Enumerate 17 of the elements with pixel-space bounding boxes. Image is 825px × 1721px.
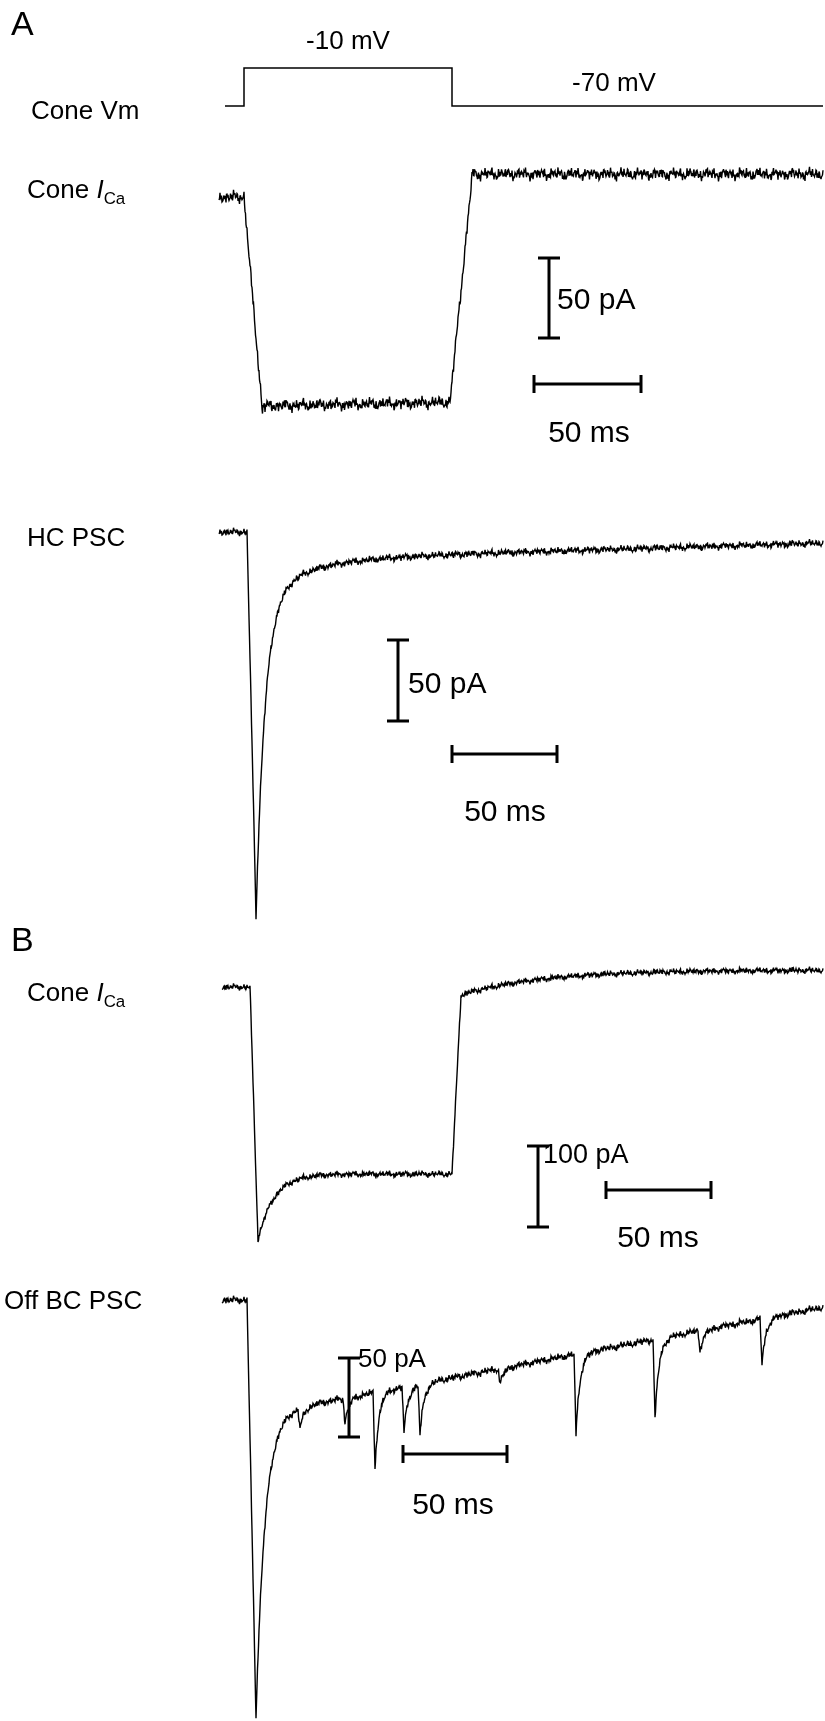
scale-label: 50 pA	[358, 1343, 426, 1373]
trace-label: Cone I$_{Ca}$	[27, 978, 126, 1012]
scale-label: 50 ms	[548, 414, 630, 448]
scale-label: 50 pA	[408, 665, 487, 699]
scale-label: 100 pA	[543, 1140, 629, 1170]
panel-letter: A	[11, 5, 34, 43]
scale-label: 50 pA	[557, 281, 636, 315]
trace-label: Cone Vm	[31, 95, 140, 125]
voltage-label: -10 mV	[306, 25, 390, 55]
voltage-label: -70 mV	[572, 67, 656, 97]
trace-label: Cone I$_{Ca}$	[27, 175, 126, 209]
trace-label: HC PSC	[27, 522, 126, 552]
scale-label: 50 ms	[617, 1219, 699, 1253]
panel-letter: B	[11, 921, 34, 959]
scale-label: 50 ms	[464, 793, 546, 827]
trace-label: Off BC PSC	[4, 1285, 143, 1315]
scale-label: 50 ms	[412, 1486, 494, 1520]
